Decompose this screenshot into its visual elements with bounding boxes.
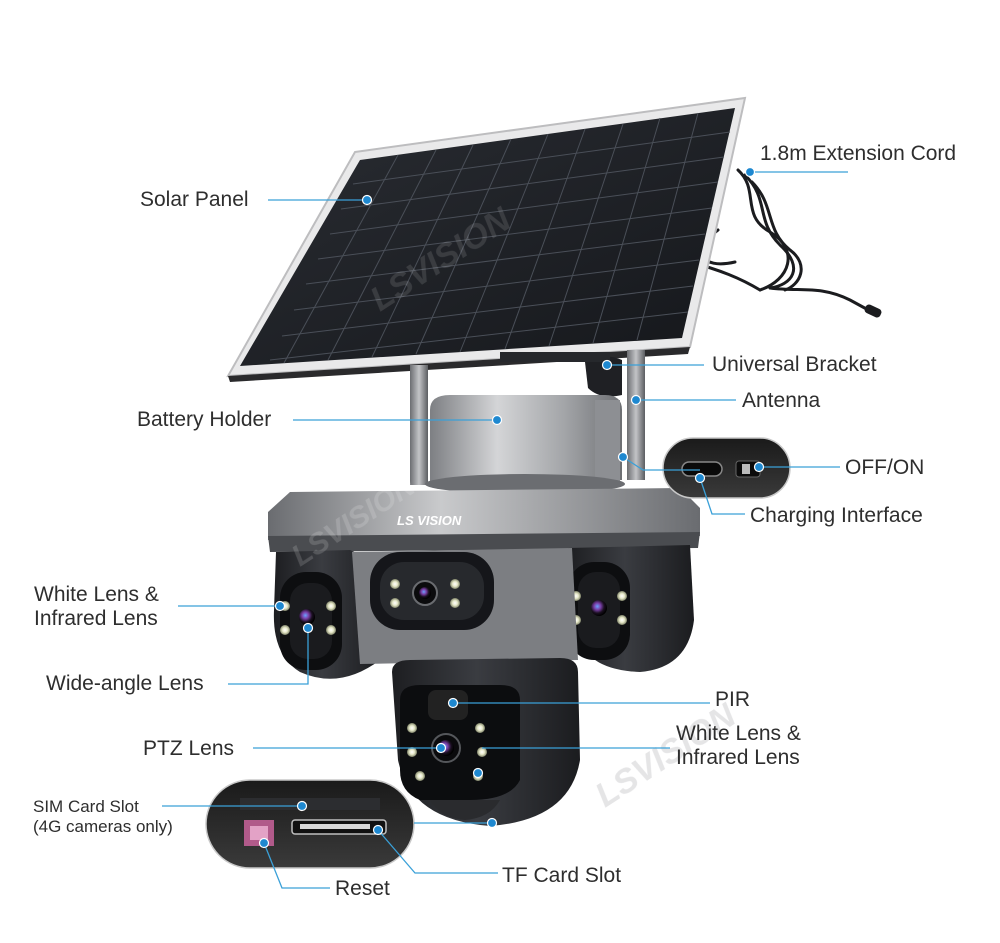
label-sim-card-slot-line1: SIM Card Slot — [33, 797, 139, 816]
label-battery-holder: Battery Holder — [137, 408, 272, 431]
left-camera — [273, 550, 380, 679]
card-slot-inset — [205, 779, 415, 869]
label-antenna: Antenna — [742, 389, 821, 412]
pir-sensor — [428, 690, 468, 720]
label-universal-bracket: Universal Bracket — [712, 353, 877, 376]
label-white-infrared-right-line1: White Lens & — [676, 722, 801, 745]
brand-logo: LS VISION — [397, 513, 462, 528]
label-sim-card-slot: SIM Card Slot (4G cameras only) — [33, 797, 173, 837]
label-wide-angle-lens: Wide-angle Lens — [46, 672, 204, 695]
right-camera — [568, 545, 694, 672]
label-extension-cord: 1.8m Extension Cord — [760, 142, 957, 165]
camera-top-ring: LS VISION — [268, 488, 700, 552]
label-charging-interface: Charging Interface — [750, 504, 923, 527]
label-reset: Reset — [335, 877, 390, 900]
ptz-camera — [392, 658, 580, 826]
label-off-on: OFF/ON — [845, 456, 925, 479]
label-solar-panel: Solar Panel — [140, 188, 249, 211]
label-pir: PIR — [715, 688, 751, 711]
label-white-infrared-right-line2: Infrared Lens — [676, 746, 800, 769]
label-white-infrared-left: White Lens & Infrared Lens — [34, 583, 159, 631]
label-tf-card-slot: TF Card Slot — [502, 864, 622, 887]
label-white-infrared-right: White Lens & Infrared Lens — [676, 722, 801, 770]
leader-lines — [162, 171, 848, 889]
label-ptz-lens: PTZ Lens — [143, 737, 235, 760]
charging-port-inset — [662, 437, 791, 499]
extension-cord — [688, 168, 882, 318]
label-white-infrared-left-line2: Infrared Lens — [34, 607, 158, 630]
label-sim-card-slot-line2: (4G cameras only) — [33, 817, 173, 836]
leader-dots — [258, 166, 765, 849]
bracket-and-antennas — [410, 350, 645, 485]
center-camera — [352, 548, 578, 664]
battery-holder — [425, 395, 625, 494]
label-white-infrared-left-line1: White Lens & — [34, 583, 159, 606]
